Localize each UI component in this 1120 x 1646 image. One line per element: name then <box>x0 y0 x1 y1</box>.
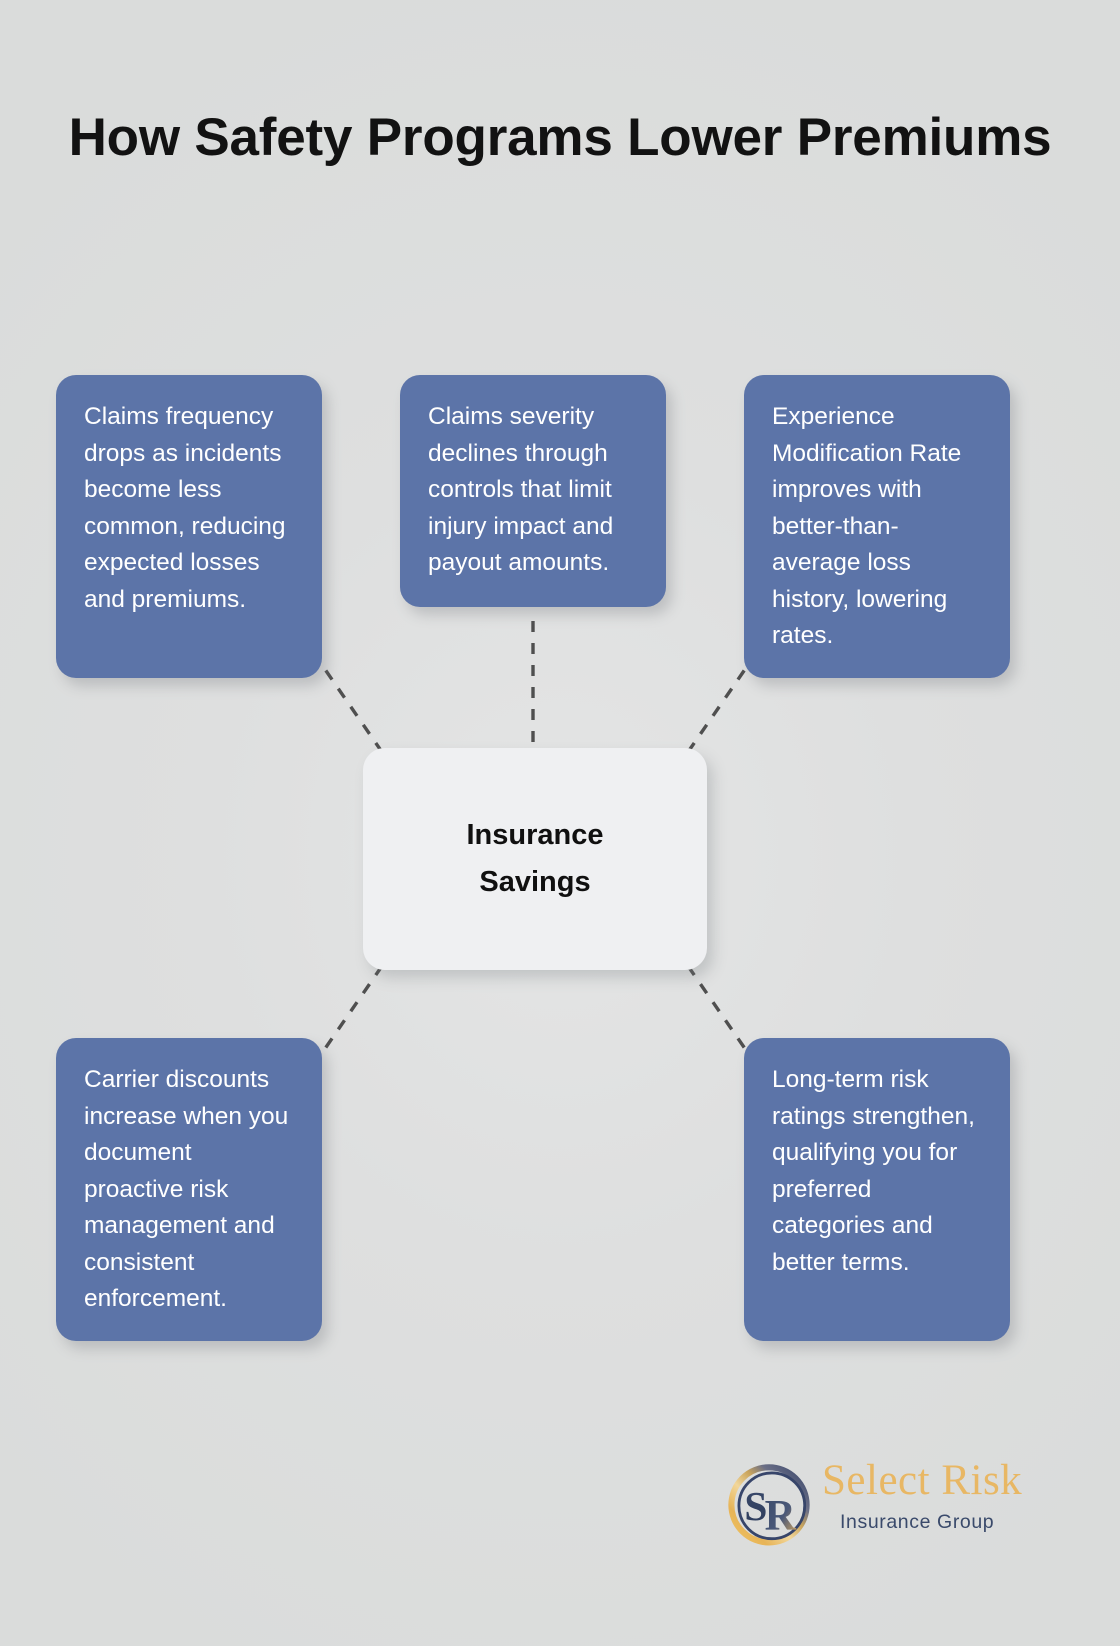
node-experience-modification-rate: Experience Modification Rate improves wi… <box>744 375 1010 678</box>
node-text: Long-term risk ratings strengthen, quali… <box>772 1066 975 1276</box>
connector-hub-to-top-left <box>320 664 384 753</box>
connector-hub-to-top-right <box>686 664 750 753</box>
node-text: Carrier discounts increase when you docu… <box>84 1066 289 1312</box>
connector-hub-to-bottom-right <box>686 965 750 1054</box>
connector-hub-to-bottom-left <box>320 965 384 1054</box>
node-claims-frequency: Claims frequency drops as incidents beco… <box>56 375 322 678</box>
logo-wordmark: Select Risk Insurance Group <box>822 1458 1022 1534</box>
svg-text:S: S <box>744 1483 767 1529</box>
sr-monogram-icon: S R <box>728 1464 810 1546</box>
node-long-term-risk-ratings: Long-term risk ratings strengthen, quali… <box>744 1038 1010 1341</box>
node-carrier-discounts: Carrier discounts increase when you docu… <box>56 1038 322 1341</box>
node-text: Claims severity declines through control… <box>428 403 614 576</box>
center-hub-insurance-savings: Insurance Savings <box>363 748 707 970</box>
node-text: Experience Modification Rate improves wi… <box>772 403 962 649</box>
svg-text:R: R <box>765 1491 797 1539</box>
logo-tagline: Insurance Group <box>840 1511 995 1534</box>
page-title: How Safety Programs Lower Premiums <box>68 108 1052 167</box>
node-text: Claims frequency drops as incidents beco… <box>84 403 286 613</box>
node-claims-severity: Claims severity declines through control… <box>400 375 666 607</box>
brand-logo: S R Select Risk Insurance Group <box>722 1448 1022 1558</box>
logo-company-name: Select Risk <box>822 1457 1023 1504</box>
hub-label: Insurance Savings <box>466 819 604 898</box>
